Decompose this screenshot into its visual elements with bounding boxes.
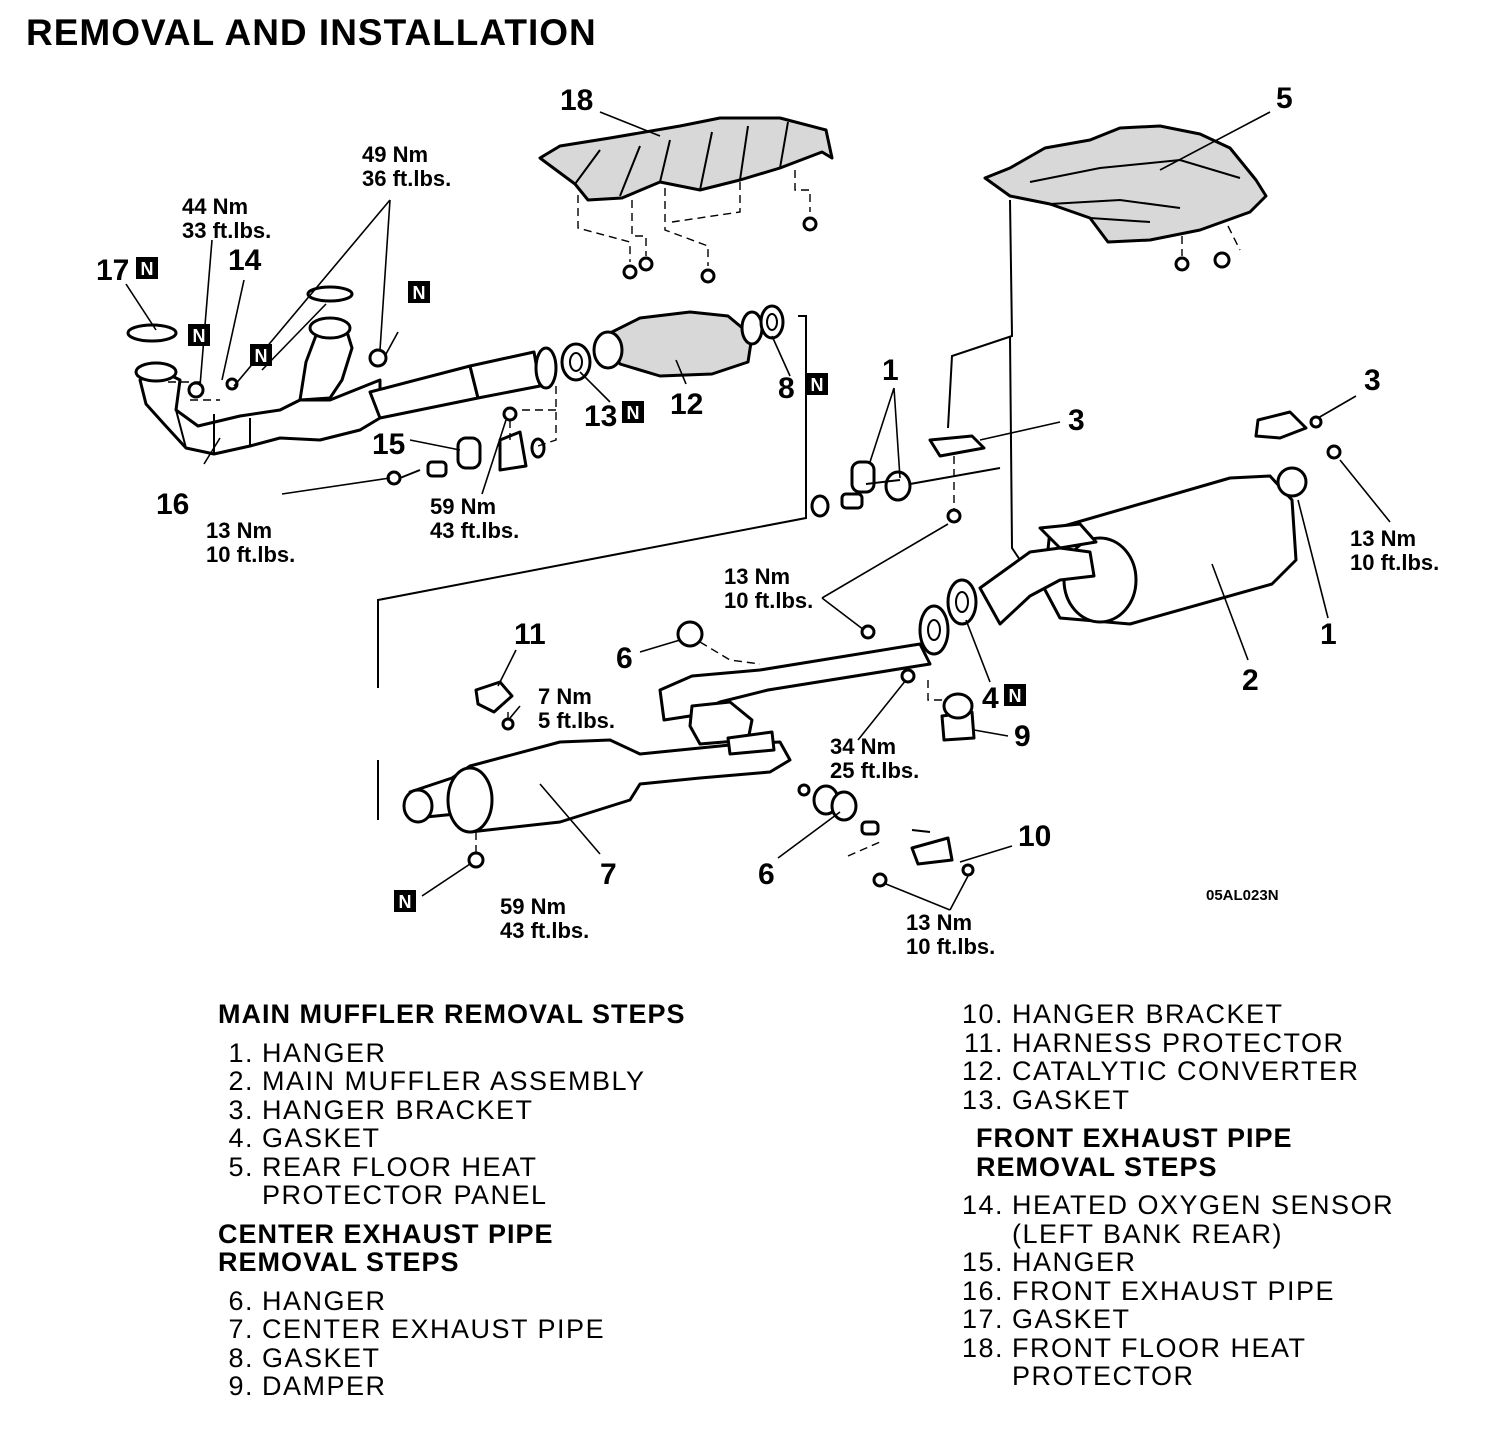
n-badge: N xyxy=(250,344,272,366)
step-item-continued: PROTECTOR xyxy=(1012,1361,1195,1391)
step-item: 14.HEATED OXYGEN SENSOR xyxy=(961,1190,1395,1220)
n-badge: N xyxy=(136,257,158,279)
main-muffler-steps: MAIN MUFFLER REMOVAL STEPS 1.HANGER 2.MA… xyxy=(218,1000,686,1401)
harness-protector xyxy=(474,680,515,731)
step-item: 6.HANGER xyxy=(228,1285,387,1316)
callout-15: 15 xyxy=(372,428,405,461)
svg-text:N: N xyxy=(255,346,268,366)
center-hangers-group xyxy=(810,434,1001,524)
callout-4: 4 xyxy=(982,682,999,715)
callout-18: 18 xyxy=(560,84,593,117)
callout-7: 7 xyxy=(600,858,617,891)
callout-2: 2 xyxy=(1242,664,1259,697)
exhaust-exploded-diagram: 18 5 14 17 15 16 13 12 8 1 3 3 1 2 4 9 1… xyxy=(96,82,1439,959)
main-muffler-assembly xyxy=(946,410,1342,626)
step-item: 18.FRONT FLOOR HEAT xyxy=(961,1332,1307,1363)
callout-14: 14 xyxy=(228,244,262,277)
n-badge: N xyxy=(394,890,416,912)
step-item: 11.HARNESS PROTECTOR xyxy=(963,1027,1345,1058)
callout-9: 9 xyxy=(1014,720,1031,753)
n-badge: N xyxy=(408,281,430,303)
svg-text:N: N xyxy=(413,283,426,303)
center-exhaust-pipe xyxy=(402,604,950,869)
step-item: 10.HANGER BRACKET xyxy=(961,999,1284,1029)
step-item-continued: (LEFT BANK REAR) xyxy=(1012,1218,1284,1249)
callout-labels: 18 5 14 17 15 16 13 12 8 1 3 3 1 2 4 9 1… xyxy=(96,82,1381,891)
n-badges: N N N N N N N N xyxy=(136,257,1026,912)
svg-text:N: N xyxy=(193,326,206,346)
callout-16: 16 xyxy=(156,488,189,521)
callout-13: 13 xyxy=(584,400,617,433)
step-item: 9.DAMPER xyxy=(228,1371,387,1401)
section-heading: REMOVAL STEPS xyxy=(218,1247,460,1277)
step-item: 12.CATALYTIC CONVERTER xyxy=(961,1056,1360,1086)
section-heading: CENTER EXHAUST PIPE xyxy=(218,1218,554,1249)
callout-6-upper: 6 xyxy=(616,642,633,675)
svg-text:N: N xyxy=(399,892,412,912)
n-badge: N xyxy=(1004,684,1026,706)
callout-1-right: 1 xyxy=(1320,618,1337,651)
step-item: 5.REAR FLOOR HEAT xyxy=(228,1151,538,1182)
section-heading: REMOVAL STEPS xyxy=(976,1151,1218,1182)
bolt-13nm-mid xyxy=(860,624,876,640)
step-item: 8.GASKET xyxy=(228,1342,381,1373)
callout-8: 8 xyxy=(778,372,795,405)
callout-6-lower: 6 xyxy=(758,858,775,891)
callout-3-center: 3 xyxy=(1068,404,1085,437)
page-title: REMOVAL AND INSTALLATION xyxy=(26,12,597,53)
rear-floor-heat-protector-panel xyxy=(983,124,1268,272)
svg-text:N: N xyxy=(141,259,154,279)
callout-5: 5 xyxy=(1276,82,1293,115)
step-item-continued: PROTECTOR PANEL xyxy=(262,1180,548,1210)
n-badge: N xyxy=(622,401,644,423)
step-item: 15.HANGER xyxy=(961,1247,1137,1277)
step-item: 2.MAIN MUFFLER ASSEMBLY xyxy=(228,1066,646,1096)
rear-bracket-link-line xyxy=(947,199,1021,561)
callout-11: 11 xyxy=(514,618,546,651)
callout-17: 17 xyxy=(96,254,129,287)
hanger-15-group xyxy=(386,386,557,486)
callout-1-upper: 1 xyxy=(882,354,899,387)
callout-3-right: 3 xyxy=(1364,364,1381,397)
callout-12: 12 xyxy=(670,388,703,421)
hanger-bracket-10 xyxy=(872,829,975,888)
front-exhaust-pipe xyxy=(126,285,558,456)
n-badge: N xyxy=(188,324,210,346)
front-floor-heat-protector xyxy=(538,116,834,284)
bolt-34nm xyxy=(900,668,916,684)
step-item: 3.HANGER BRACKET xyxy=(228,1094,534,1125)
hanger-6-lower xyxy=(797,783,881,857)
damper xyxy=(927,680,976,742)
callout-10: 10 xyxy=(1018,820,1051,853)
svg-text:N: N xyxy=(1009,686,1022,706)
step-item: 4.GASKET xyxy=(228,1123,381,1153)
section-heading: FRONT EXHAUST PIPE xyxy=(976,1123,1293,1153)
step-item: 7.CENTER EXHAUST PIPE xyxy=(228,1314,606,1344)
svg-text:N: N xyxy=(811,375,824,395)
right-column-steps: 10.HANGER BRACKET 11.HARNESS PROTECTOR 1… xyxy=(958,1000,1394,1391)
step-item: 17.GASKET xyxy=(961,1304,1131,1334)
step-item: 13.GASKET xyxy=(961,1084,1131,1115)
n-badge: N xyxy=(806,373,828,395)
figure-reference: 05AL023N xyxy=(1206,887,1279,904)
catalytic-converter-assembly xyxy=(560,304,785,382)
step-item: 1.HANGER xyxy=(228,1037,387,1068)
section-heading: MAIN MUFFLER REMOVAL STEPS xyxy=(218,999,686,1029)
hanger-6-upper xyxy=(676,620,761,665)
svg-text:N: N xyxy=(627,403,640,423)
assembly-frame-lines xyxy=(377,315,807,820)
step-item: 16.FRONT EXHAUST PIPE xyxy=(961,1275,1336,1306)
